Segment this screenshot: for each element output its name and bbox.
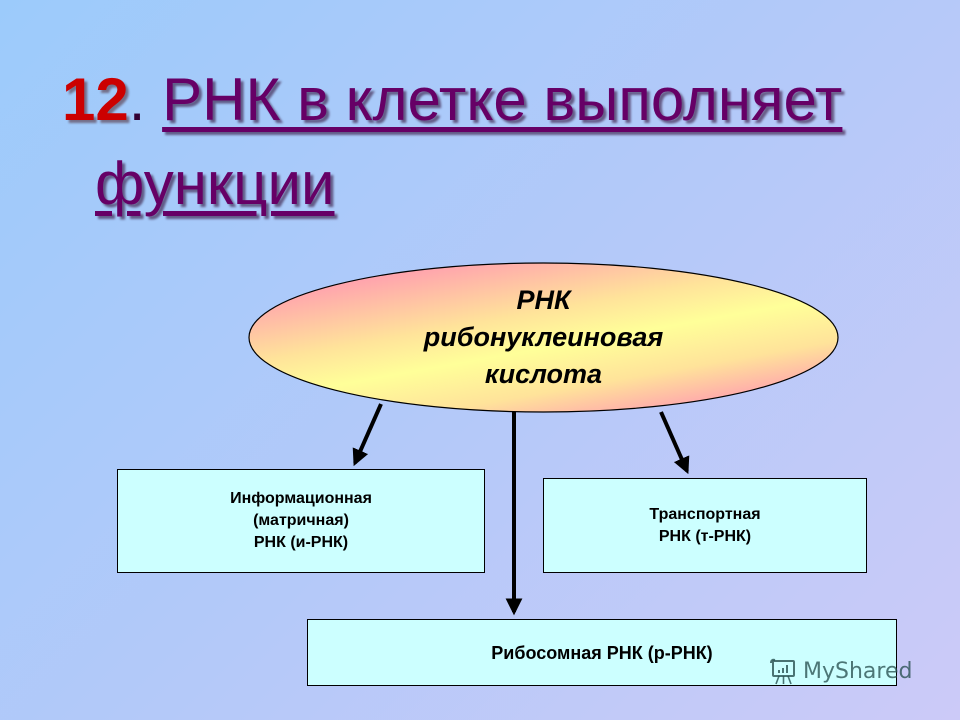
box-informational-rna: Информационная (матричная) РНК (и-РНК)	[117, 469, 485, 573]
presentation-board-icon	[770, 658, 795, 685]
box-informational-line-1: Информационная	[230, 490, 372, 507]
arrow-to-transport	[659, 411, 690, 475]
rna-center-node: РНК рибонуклеиновая кислота	[249, 263, 838, 412]
slide-title: 12. РНК в клетке выполняет функции	[62, 58, 942, 226]
box-informational-line-2: (матричная)	[253, 512, 349, 529]
box-transport-line-1: Транспортная	[649, 505, 761, 523]
box-informational-line-3: РНК (и-РНК)	[253, 534, 349, 551]
box-transport-line-2: РНК (т-РНК)	[658, 527, 752, 545]
watermark: MyShared	[768, 656, 912, 686]
watermark-label: MyShared	[803, 658, 913, 684]
title-line-2: функции	[95, 150, 335, 217]
center-node-line-3: кислота	[484, 359, 603, 389]
title-separator: .	[128, 66, 146, 133]
title-number: 12	[62, 66, 129, 133]
center-node-line-2: рибонуклеиновая	[423, 322, 664, 352]
box-transport-rna: Транспортная РНК (т-РНК)	[543, 478, 867, 573]
center-node-line-1: РНК	[516, 285, 571, 315]
arrow-to-informational	[352, 403, 383, 467]
title-line-1: РНК в клетке выполняет	[162, 66, 843, 133]
rna-ellipse	[248, 262, 839, 413]
box-ribosomal-line-1: Рибосомная РНК (р-РНК)	[491, 642, 713, 663]
box-ribosomal-rna: Рибосомная РНК (р-РНК)	[307, 619, 897, 686]
